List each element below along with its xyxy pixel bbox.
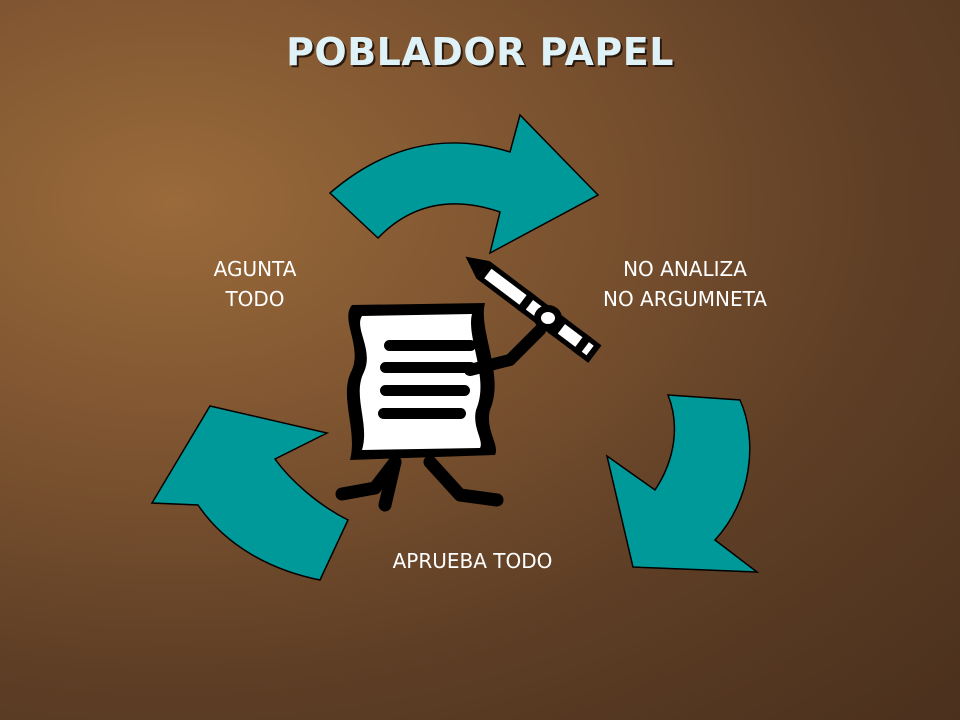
cycle-step-agunta-todo: AGUNTA TODO <box>175 254 335 314</box>
cycle-arrow-top <box>328 113 600 255</box>
cycle-step-line: AGUNTA <box>213 257 297 281</box>
cycle-step-line: NO ANALIZA <box>623 257 747 281</box>
cycle-arrow-right <box>605 394 760 573</box>
cycle-arrow-left <box>150 405 349 581</box>
cycle-step-line: TODO <box>225 287 285 311</box>
slide-title: POBLADOR PAPEL <box>286 30 674 74</box>
cycle-step-aprueba-todo: APRUEBA TODO <box>350 546 595 576</box>
cycle-step-line: APRUEBA TODO <box>392 549 553 573</box>
cycle-step-line: NO ARGUMNETA <box>603 287 767 311</box>
cycle-step-no-analiza: NO ANALIZA NO ARGUMNETA <box>560 254 810 314</box>
paper-character-with-pen-icon <box>335 256 602 512</box>
